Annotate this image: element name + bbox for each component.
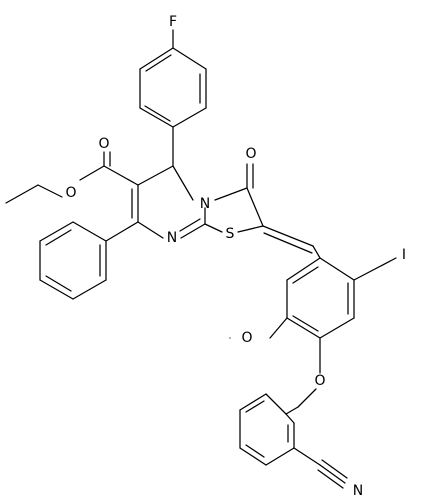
fluorine-label: F xyxy=(169,14,177,30)
carbonyl-oxygen-label: O xyxy=(245,146,256,162)
atom-labels: F O O O N N S I O O N xyxy=(65,14,406,499)
ring-nitrogen-label: N xyxy=(200,196,210,212)
benzylidene-link xyxy=(262,225,321,259)
cyanophenyl-ring xyxy=(239,393,295,466)
sulfur-label: S xyxy=(226,226,235,242)
nitrile-nitrogen-label: N xyxy=(353,483,363,499)
benzylidene-ring xyxy=(286,257,397,339)
pyrimidine-ring xyxy=(131,126,206,239)
iodine-label: I xyxy=(402,247,406,263)
ester-carbonyl-oxygen-label: O xyxy=(98,136,109,152)
ethyl-ester xyxy=(5,151,139,204)
benzyloxy-ether xyxy=(285,337,321,415)
pyrimidine-nitrogen-label: N xyxy=(167,230,177,246)
ether-oxygen-label: O xyxy=(314,373,325,389)
thiazole-ring xyxy=(204,163,264,233)
phenyl-ring xyxy=(39,221,139,300)
fluorophenyl-ring xyxy=(139,29,207,128)
nitrile-group xyxy=(293,447,348,489)
methoxy-group xyxy=(229,317,288,339)
ester-oxygen-label: O xyxy=(65,185,76,201)
methoxy-oxygen-label: O xyxy=(241,330,252,346)
